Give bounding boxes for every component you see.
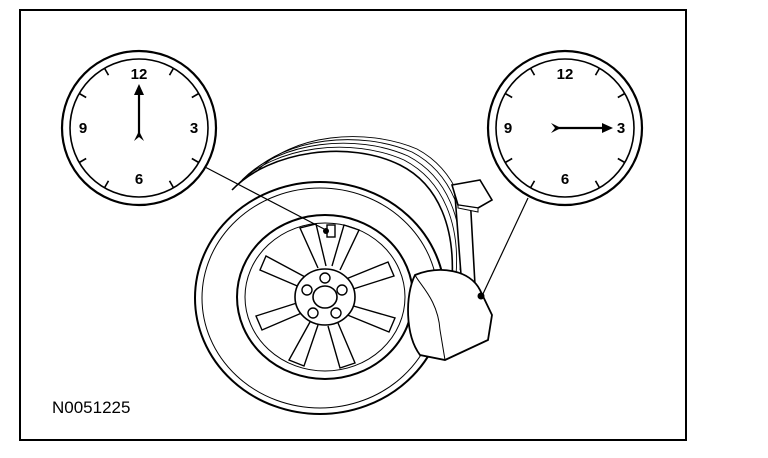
dial-tick [191,92,200,99]
dial-tick [529,180,536,189]
dial-tick [504,92,513,99]
left-dial: 12 3 6 9 [60,49,218,207]
right-dial: 12 3 6 9 [486,49,644,207]
dial-tick [168,67,175,76]
dial-tick [103,180,110,189]
dial-tick [191,157,200,164]
right-dial-ticks [504,67,626,189]
wheel-icon [194,136,470,415]
leader-dot-left [323,228,329,234]
dial-tick [78,157,87,164]
arrow-icon [134,84,144,141]
left-dial-num-6: 6 [135,171,143,188]
figure-id-label: N0051225 [52,398,130,417]
dial-tick [78,92,87,99]
right-dial-num-3: 3 [617,120,625,137]
left-dial-ticks [78,67,200,189]
right-dial-num-9: 9 [504,120,512,137]
dial-tick [594,67,601,76]
dial-tick [594,180,601,189]
dial-indicator-icon [407,179,494,361]
right-dial-num-12: 12 [557,66,574,83]
arrow-icon [551,123,613,133]
dial-tick [529,67,536,76]
left-dial-num-12: 12 [131,66,148,83]
left-dial-num-9: 9 [79,120,87,137]
dial-tick [617,92,626,99]
dial-tick [168,180,175,189]
leader-line-left [204,166,327,231]
right-dial-num-6: 6 [561,171,569,188]
dial-tick [103,67,110,76]
left-dial-num-3: 3 [190,120,198,137]
leader-line-right [481,197,529,297]
dial-tick [617,157,626,164]
dial-tick [504,157,513,164]
